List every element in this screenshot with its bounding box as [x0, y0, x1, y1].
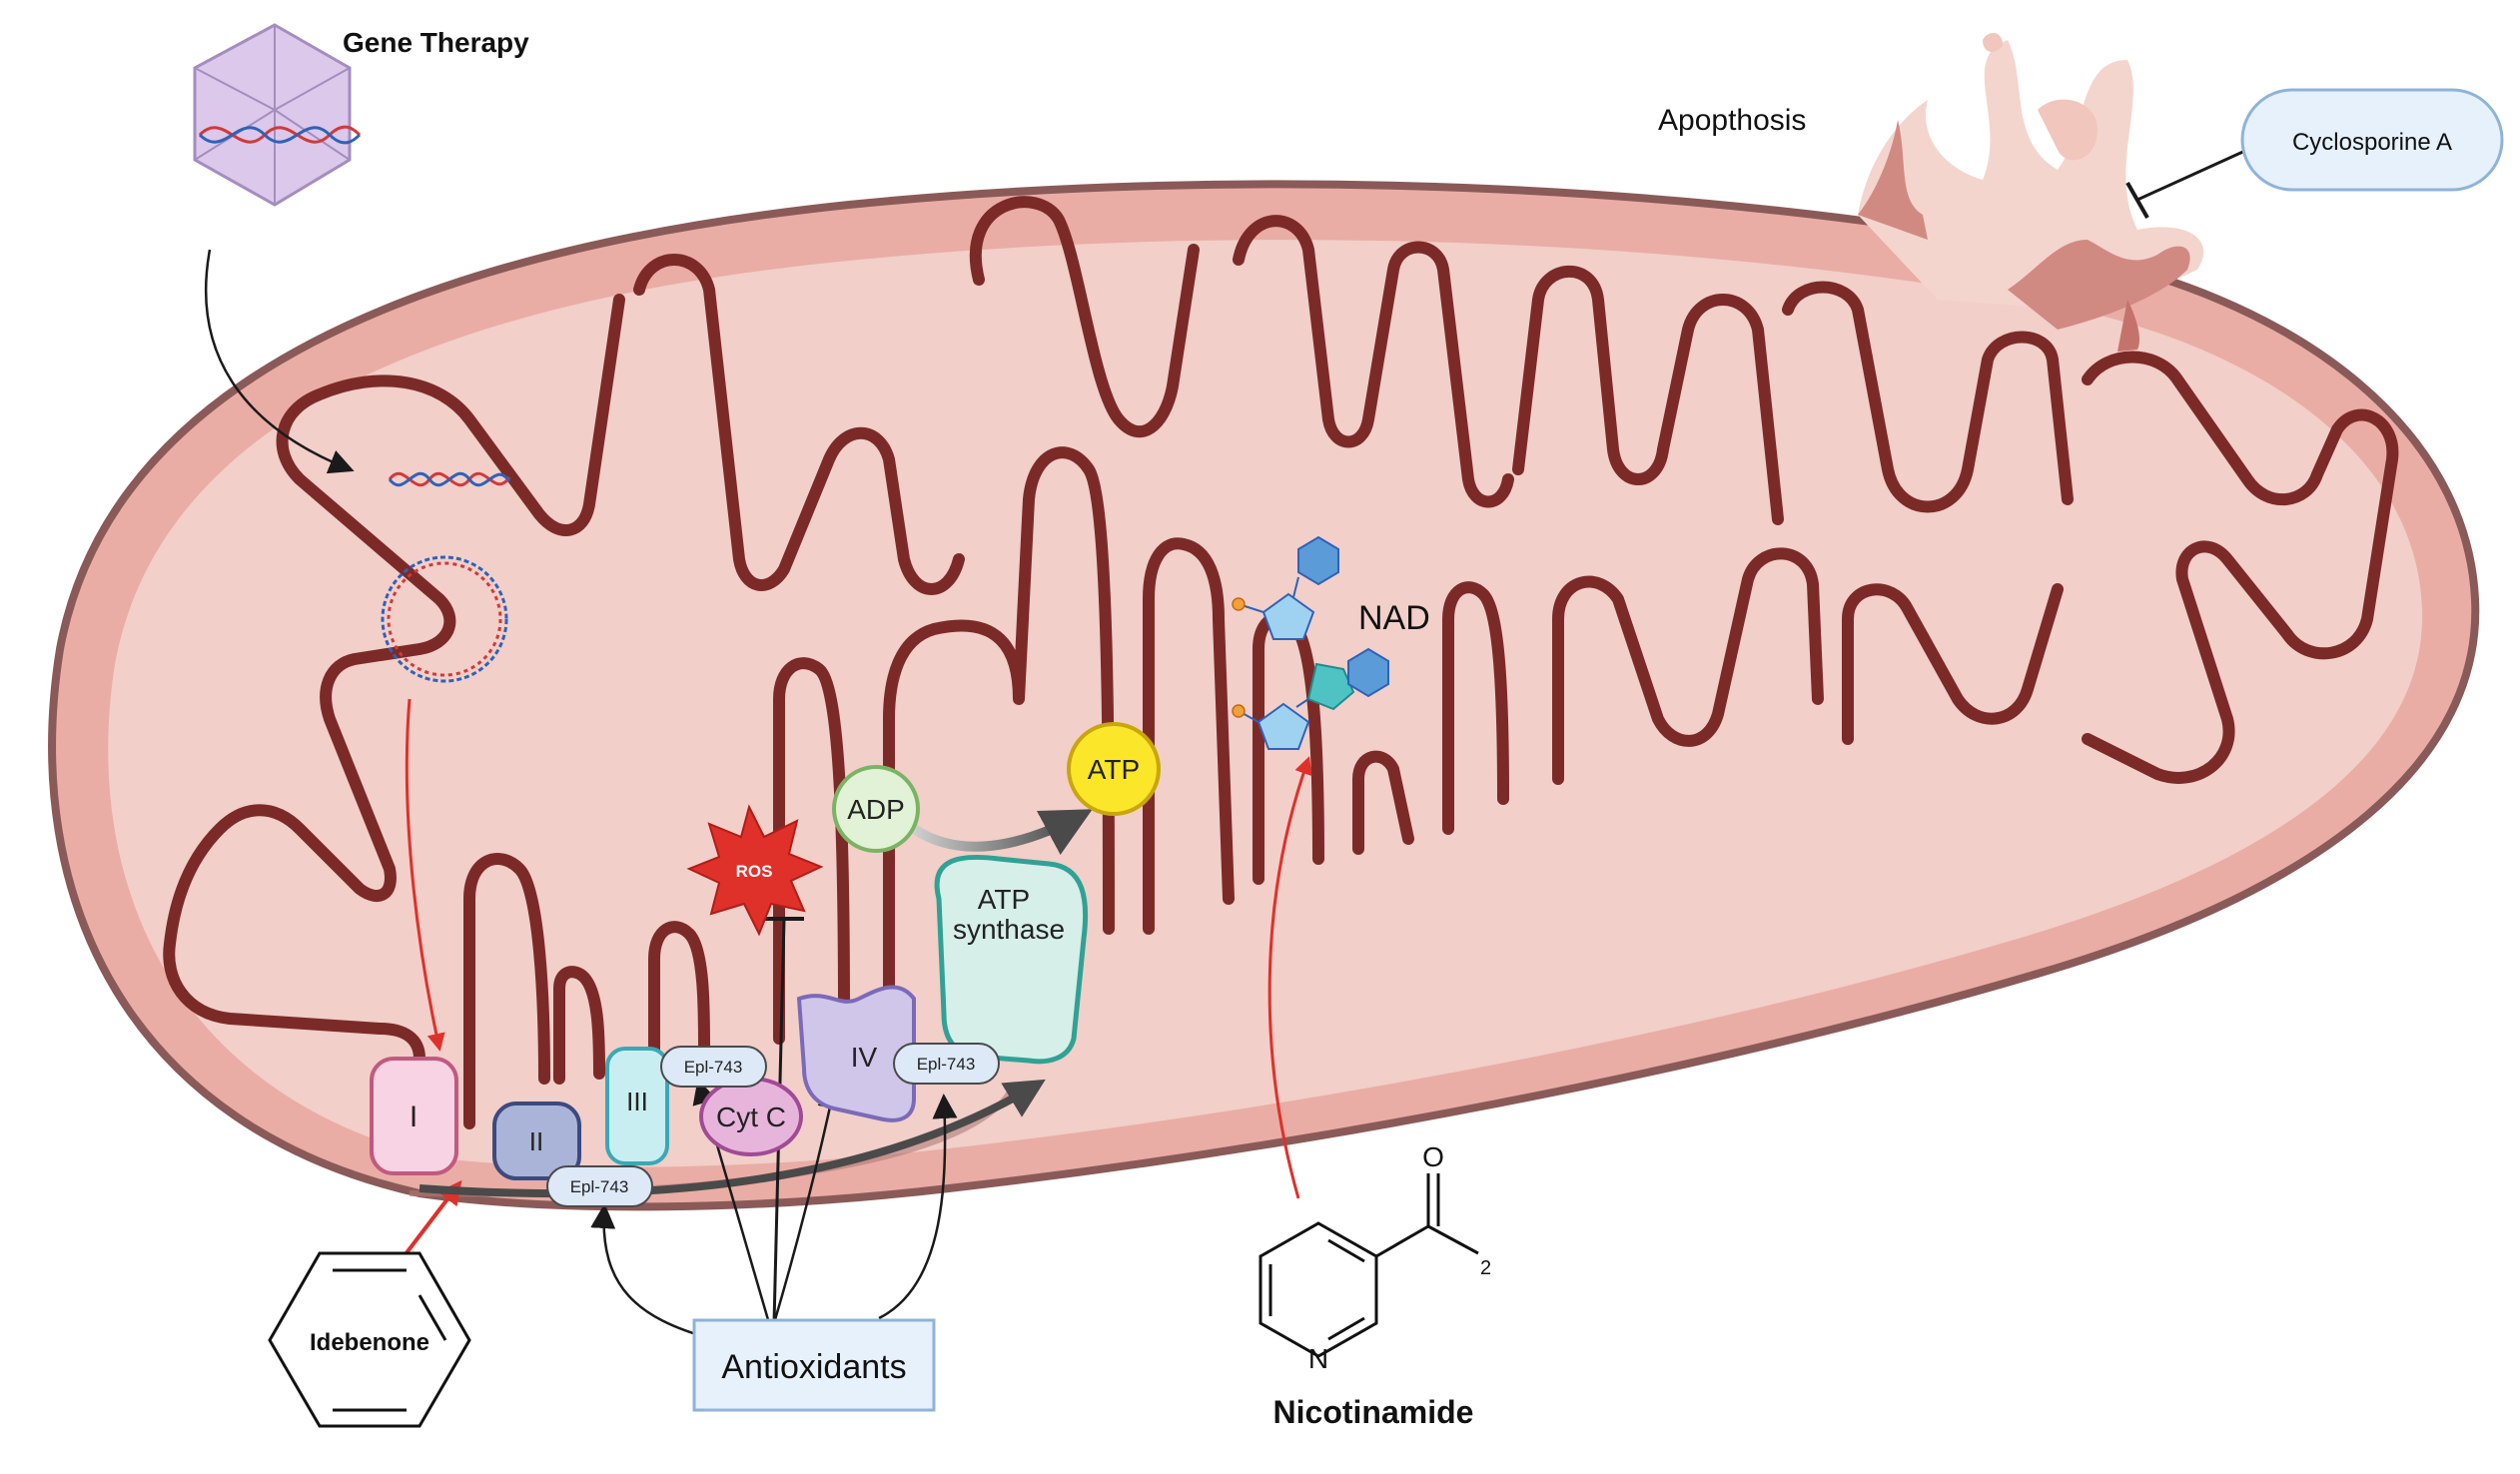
idebenone-label: Idebenone — [310, 1329, 429, 1356]
epi-743-c-label: Epl-743 — [570, 1177, 629, 1196]
nicotinamide-structure-icon — [1259, 1173, 1479, 1358]
epi-743-a-label: Epl-743 — [684, 1058, 743, 1077]
gene-therapy-arrow — [204, 249, 355, 474]
amide-nh2: 2 — [1480, 1257, 1491, 1279]
antioxidant-arrow-3 — [772, 1084, 843, 1324]
cyt-c-label: Cyt C — [716, 1102, 786, 1132]
plasmid-icon — [381, 555, 508, 683]
cyclosporine-inhibition-line — [2136, 148, 2248, 202]
epi-743-b-label: Epl-743 — [917, 1055, 976, 1074]
cristae — [163, 196, 2399, 1149]
dna-fragment-icon — [388, 471, 511, 487]
antioxidant-arrow-4 — [878, 1094, 958, 1320]
nad-label: NAD — [1358, 599, 1430, 637]
antioxidant-arrow-1 — [590, 1203, 710, 1340]
ros-label: ROS — [736, 862, 773, 881]
arrows — [204, 148, 2248, 1340]
complex-1: I — [370, 1057, 458, 1175]
cyclosporine-box: Cyclosporine A — [2240, 88, 2504, 192]
atp-synthase-label-2: synthase — [953, 914, 1065, 945]
benzene-ring-icon — [268, 1251, 471, 1428]
antioxidants-label: Antioxidants — [721, 1348, 906, 1386]
complex-4-label: IV — [851, 1042, 878, 1073]
nicotinamide-arrow — [1267, 756, 1312, 1199]
complex-3-label: III — [626, 1087, 648, 1116]
cyclosporine-label: Cyclosporine A — [2292, 129, 2452, 156]
inner-membrane-matrix — [108, 240, 2423, 1167]
mitochondrion — [48, 180, 2480, 1211]
antioxidants-box: Antioxidants — [692, 1318, 936, 1412]
virus-capsid-icon — [193, 23, 362, 207]
complex-3: III — [605, 1047, 669, 1165]
epi-743-a: Epl-743 — [660, 1046, 767, 1088]
complex-2-label: II — [529, 1126, 543, 1156]
electron-flow-arrow — [419, 1079, 1046, 1198]
epi-743-c: Epl-743 — [546, 1165, 653, 1207]
carbonyl-o: O — [1422, 1141, 1444, 1172]
plasmid-to-complex1-arrow — [405, 698, 445, 1052]
ring-n: N — [1308, 1343, 1328, 1374]
atp-synthase: ATP synthase — [934, 854, 1089, 1065]
nicotinamide-label: Nicotinamide — [1273, 1394, 1474, 1430]
atp-circle: ATP — [1067, 722, 1161, 816]
adp-to-atp-arrow — [911, 809, 1093, 855]
ros-burst-icon: ROS — [686, 804, 824, 937]
adp-label: ADP — [847, 794, 905, 825]
apoptosis-burst — [1858, 33, 2204, 352]
epi-743-b: Epl-743 — [893, 1043, 1000, 1085]
complex-1-label: I — [410, 1101, 418, 1133]
gene-therapy-title: Gene Therapy — [343, 27, 529, 58]
nad-molecule-icon — [1232, 535, 1389, 750]
atp-label: ATP — [1088, 754, 1140, 785]
adp-circle: ADP — [832, 765, 920, 853]
amide-subscript: 2 — [1480, 1257, 1491, 1279]
dna-helix-icon — [198, 125, 362, 144]
complex-2: II — [492, 1102, 581, 1180]
cyt-c: Cyt C — [699, 1077, 803, 1156]
apoptosis-label: Apopthosis — [1658, 104, 1806, 137]
atp-synthase-label-1: ATP — [978, 884, 1030, 915]
